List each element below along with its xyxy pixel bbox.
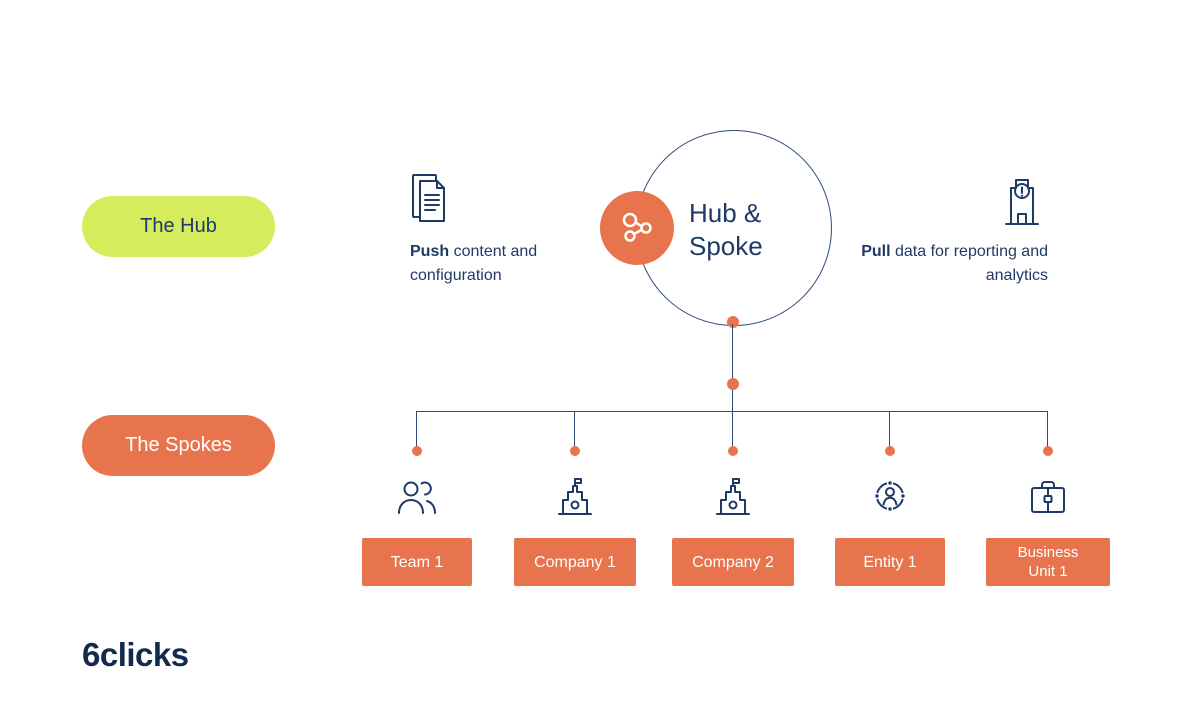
spokes-pill: The Spokes	[82, 415, 275, 476]
spoke-stub-line	[416, 411, 417, 447]
spoke-box-team-1: Team 1	[362, 538, 472, 586]
spoke-stub-line	[889, 411, 890, 447]
building-icon	[551, 472, 599, 520]
spoke-label: Team 1	[390, 553, 444, 571]
hub-title: Hub & Spoke	[689, 198, 763, 261]
spoke-label: Company 1	[534, 553, 616, 571]
spoke-dot	[412, 446, 422, 456]
team-icon	[393, 472, 441, 520]
spoke-dot	[885, 446, 895, 456]
building-icon	[709, 472, 757, 520]
spoke-label: Business Unit 1	[1017, 544, 1079, 580]
hub-circle: Hub & Spoke	[600, 130, 832, 326]
connector-mid-dot	[727, 378, 739, 390]
connector-line-vertical	[732, 324, 733, 411]
push-caption: Push content and configuration	[410, 240, 568, 288]
push-caption-rest: content and configuration	[410, 243, 538, 284]
spoke-stub-line	[574, 411, 575, 447]
document-icon	[406, 170, 450, 228]
pull-caption-bold: Pull	[861, 243, 891, 260]
share-network-icon	[617, 208, 657, 248]
pull-caption-rest: data for reporting and analytics	[890, 243, 1048, 284]
push-caption-bold: Push	[410, 243, 450, 260]
spoke-stub-line	[1047, 411, 1048, 447]
spoke-dot	[728, 446, 738, 456]
spoke-box-company-1: Company 1	[514, 538, 636, 586]
spoke-label: Entity 1	[863, 553, 917, 571]
building-alert-icon	[1002, 168, 1042, 228]
spoke-label: Company 2	[692, 553, 774, 571]
spoke-box-company-2: Company 2	[672, 538, 794, 586]
spoke-dot	[1043, 446, 1053, 456]
briefcase-icon	[1024, 472, 1072, 520]
hub-node	[600, 191, 674, 265]
spoke-box-business-unit-1: Business Unit 1	[986, 538, 1110, 586]
spoke-dot	[570, 446, 580, 456]
hub-pill-label: The Hub	[140, 215, 217, 237]
entity-icon	[866, 472, 914, 520]
spokes-pill-label: The Spokes	[125, 434, 232, 456]
spoke-box-entity-1: Entity 1	[835, 538, 945, 586]
pull-caption: Pull data for reporting and analytics	[860, 240, 1048, 288]
hub-pill: The Hub	[82, 196, 275, 257]
hub-bottom-dot	[727, 316, 739, 328]
spoke-stub-line	[732, 411, 733, 447]
6clicks-logo: 6clicks	[82, 636, 189, 673]
